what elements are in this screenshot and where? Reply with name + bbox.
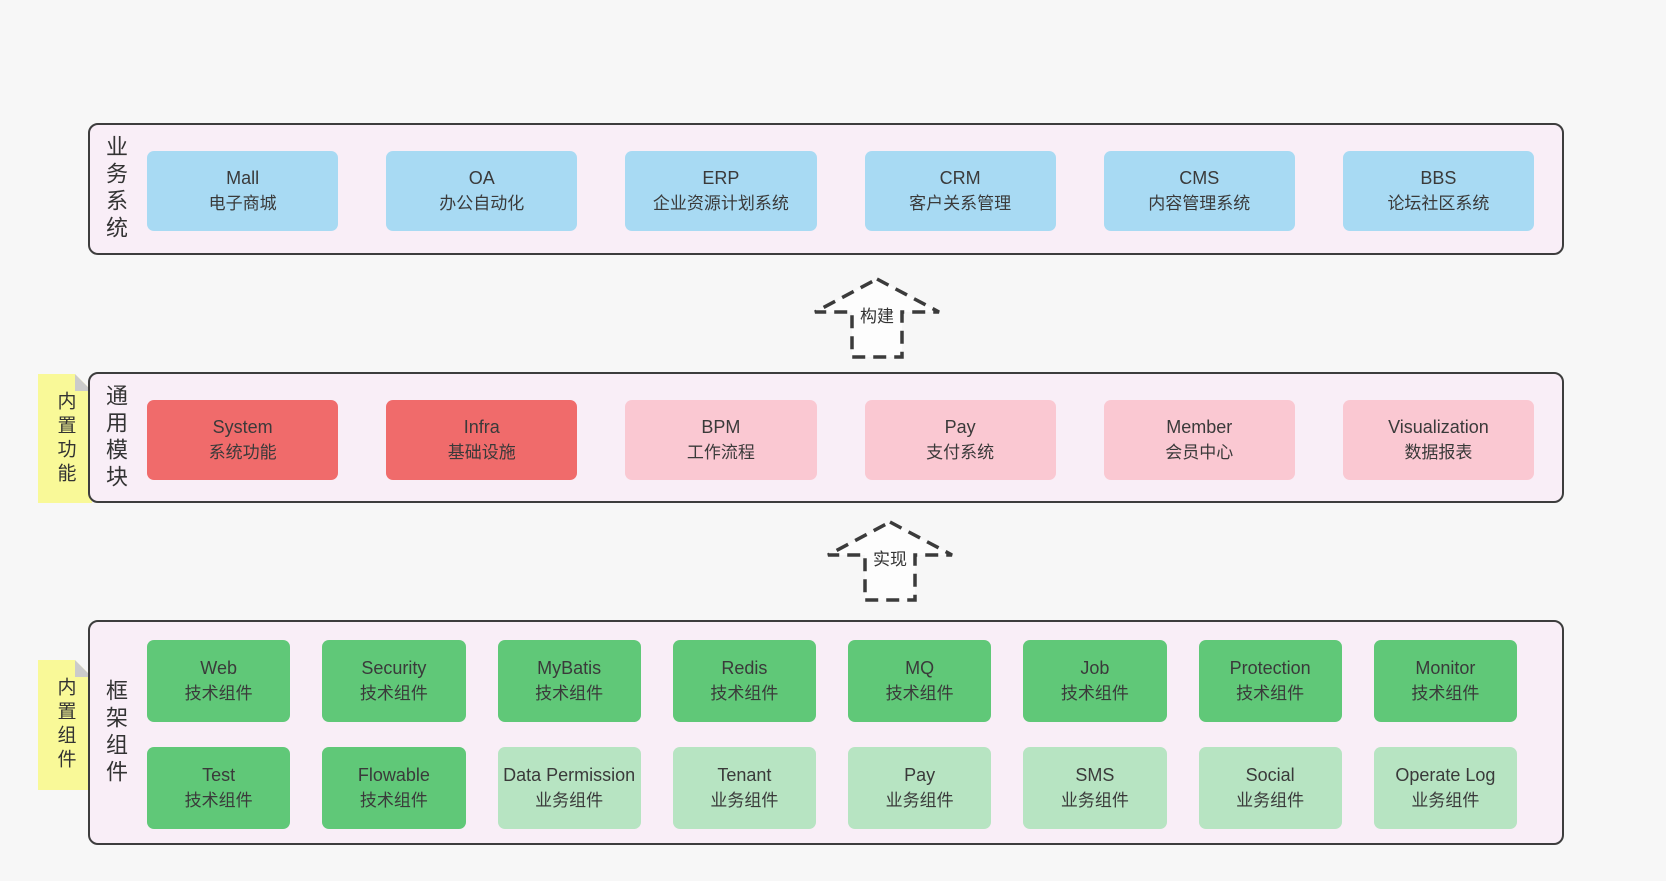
module-box-infra: Infra 基础设施 (386, 400, 578, 480)
build-arrow-label: 构建 (857, 302, 897, 327)
sticky-note-label: 内置功能 (54, 390, 76, 487)
component-box-mq: MQ 技术组件 (848, 640, 992, 722)
module-box-visualization: Visualization 数据报表 (1342, 400, 1535, 480)
component-box-social: Social 业务组件 (1198, 747, 1342, 829)
component-box-job: Job 技术组件 (1023, 640, 1167, 722)
module-box-mall: Mall 电子商城 (147, 151, 339, 231)
component-box-test: Test 技术组件 (147, 747, 291, 829)
build-arrow: 构建 (812, 276, 942, 360)
business-modules-row: Mall 电子商城 OA 办公自动化 ERP 企业资源计划系统 CRM 客户关系… (147, 151, 1535, 231)
common-modules-row: System 系统功能 Infra 基础设施 BPM 工作流程 Pay 支付系统… (147, 400, 1535, 480)
section-label-framework: 框架组件 (103, 678, 128, 787)
component-box-sms: SMS 业务组件 (1023, 747, 1167, 829)
section-business-systems: 业务系统 Mall 电子商城 OA 办公自动化 ERP 企业资源计划系统 CRM… (88, 123, 1564, 255)
section-common-modules: 通用模块 System 系统功能 Infra 基础设施 BPM 工作流程 Pay… (88, 372, 1564, 503)
module-box-oa: OA 办公自动化 (386, 151, 578, 231)
component-box-monitor: Monitor 技术组件 (1373, 640, 1517, 722)
component-box-data-permission: Data Permission 业务组件 (497, 747, 641, 829)
module-box-pay: Pay 支付系统 (864, 400, 1056, 480)
component-box-security: Security 技术组件 (322, 640, 466, 722)
component-box-flowable: Flowable 技术组件 (322, 747, 466, 829)
section-label-common: 通用模块 (103, 383, 128, 492)
framework-row-2: Test 技术组件 Flowable 技术组件 Data Permission … (147, 747, 1517, 829)
component-box-mybatis: MyBatis 技术组件 (497, 640, 641, 722)
module-box-cms: CMS 内容管理系统 (1103, 151, 1295, 231)
component-box-pay: Pay 业务组件 (848, 747, 992, 829)
framework-row-1: Web 技术组件 Security 技术组件 MyBatis 技术组件 Redi… (147, 640, 1517, 722)
sticky-note-builtin-components: 内置组件 (38, 660, 92, 790)
component-box-redis: Redis 技术组件 (672, 640, 816, 722)
component-box-protection: Protection 技术组件 (1198, 640, 1342, 722)
module-box-bbs: BBS 论坛社区系统 (1342, 151, 1535, 231)
section-framework-components: 框架组件 Web 技术组件 Security 技术组件 MyBatis 技术组件… (88, 620, 1564, 845)
component-box-web: Web 技术组件 (147, 640, 291, 722)
implement-arrow: 实现 (825, 519, 955, 603)
component-box-operate-log: Operate Log 业务组件 (1373, 747, 1517, 829)
sticky-note-builtin-features: 内置功能 (38, 374, 92, 503)
module-box-bpm: BPM 工作流程 (625, 400, 817, 480)
module-box-system: System 系统功能 (147, 400, 339, 480)
component-box-tenant: Tenant 业务组件 (672, 747, 816, 829)
module-box-erp: ERP 企业资源计划系统 (625, 151, 817, 231)
implement-arrow-label: 实现 (870, 545, 910, 570)
section-label-business: 业务系统 (103, 135, 128, 243)
module-box-crm: CRM 客户关系管理 (864, 151, 1056, 231)
module-box-member: Member 会员中心 (1103, 400, 1295, 480)
sticky-note-label: 内置组件 (54, 677, 76, 773)
